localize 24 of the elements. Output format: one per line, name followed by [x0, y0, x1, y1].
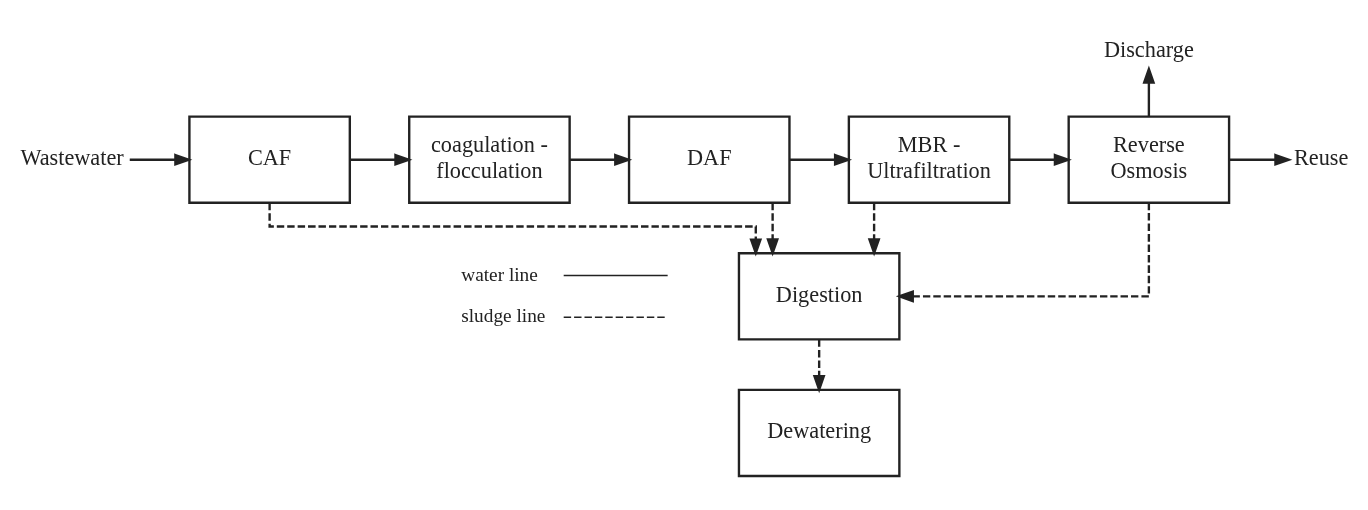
- arrow: [1142, 65, 1156, 117]
- legend-label: sludge line: [461, 304, 546, 326]
- node-box: coagulation - flocculation: [408, 114, 571, 204]
- arrow: [895, 202, 1151, 303]
- arrow: [766, 202, 779, 257]
- arrow: [570, 152, 633, 166]
- arrow: [350, 152, 413, 166]
- node-box: Reverse Osmosis: [1067, 114, 1231, 204]
- node-text: Reuse: [1293, 144, 1349, 170]
- arrow: [1229, 152, 1293, 166]
- node-box: Digestion: [737, 251, 901, 341]
- node-box: MBR - Ultrafiltration: [847, 114, 1011, 204]
- arrow: [268, 202, 763, 257]
- node-text: Wastewater: [20, 144, 124, 170]
- legend-label: water line: [461, 263, 538, 285]
- arrow: [129, 152, 193, 166]
- node-text: Discharge: [1103, 36, 1194, 62]
- arrow: [812, 339, 826, 393]
- node-box: Dewatering: [737, 388, 901, 477]
- arrow: [1009, 152, 1072, 166]
- arrow: [789, 152, 853, 166]
- node-box: DAF: [627, 114, 791, 204]
- arrow: [867, 202, 881, 257]
- node-box: CAF: [188, 114, 351, 204]
